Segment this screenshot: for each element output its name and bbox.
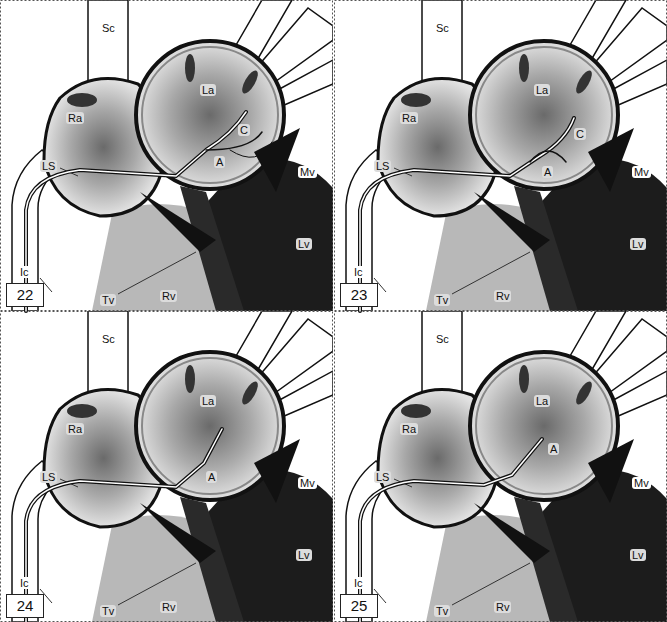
part-label: Rv <box>160 290 177 302</box>
part-label: Sc <box>434 333 451 345</box>
part-label: Lv <box>630 549 646 561</box>
figure-number: 22 <box>6 283 44 307</box>
part-label: LS <box>374 160 391 172</box>
part-label: Ra <box>400 112 418 124</box>
part-label: Sc <box>100 22 117 34</box>
part-label: Ic <box>18 266 31 278</box>
part-label: Ic <box>352 266 365 278</box>
part-label: Ra <box>400 423 418 435</box>
part-label: La <box>534 84 550 96</box>
part-label: LS <box>374 471 391 483</box>
part-label: Ic <box>18 577 31 589</box>
part-label: Lv <box>296 549 312 561</box>
part-label: Tv <box>434 294 450 306</box>
part-label: Tv <box>434 605 450 617</box>
part-label: Rv <box>160 601 177 613</box>
part-label: Mv <box>298 166 317 178</box>
part-label: Rv <box>494 601 511 613</box>
part-label: A <box>548 443 559 455</box>
part-label: A <box>206 471 217 483</box>
part-label: Sc <box>100 333 117 345</box>
part-label: Lv <box>630 238 646 250</box>
part-label: A <box>542 166 553 178</box>
part-label: Rv <box>494 290 511 302</box>
figure-number: 25 <box>340 594 378 618</box>
part-label: Mv <box>632 477 651 489</box>
part-label: La <box>200 84 216 96</box>
part-label: La <box>534 395 550 407</box>
part-label: Tv <box>100 294 116 306</box>
figure-number: 23 <box>340 283 378 307</box>
part-label: Ic <box>352 577 365 589</box>
part-label: La <box>200 395 216 407</box>
part-label: LS <box>40 160 57 172</box>
part-label: Mv <box>632 166 651 178</box>
part-label: C <box>574 128 586 140</box>
part-label: Ra <box>66 112 84 124</box>
figure-number: 24 <box>6 594 44 618</box>
part-label: Tv <box>100 605 116 617</box>
part-label: Ra <box>66 423 84 435</box>
part-label: A <box>214 156 225 168</box>
part-label: LS <box>40 471 57 483</box>
part-label: C <box>238 124 250 136</box>
part-label: Lv <box>296 238 312 250</box>
part-label: Sc <box>434 22 451 34</box>
part-label: Mv <box>298 477 317 489</box>
